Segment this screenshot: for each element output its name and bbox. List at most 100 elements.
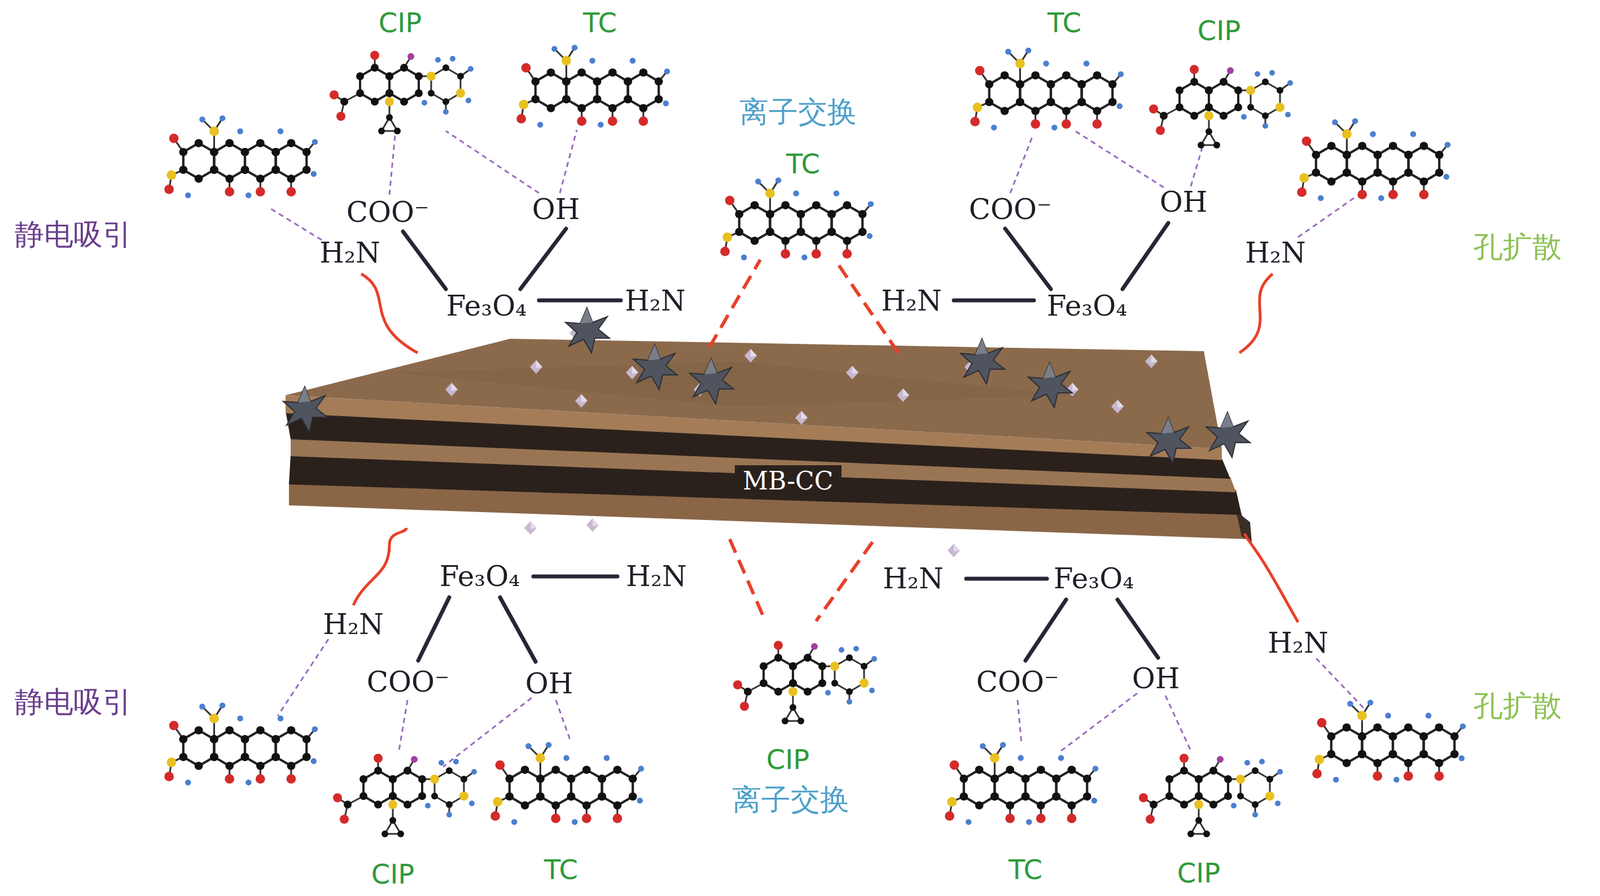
sheet-decoration-part xyxy=(1206,411,1251,458)
molecules-part xyxy=(1296,117,1451,201)
chem-group: H₂N xyxy=(1245,237,1306,269)
bond-lines-part xyxy=(533,574,618,579)
sheet-decoration-part xyxy=(625,365,639,380)
sheet-decoration-part xyxy=(524,520,537,535)
molecule-name: CIP xyxy=(1197,15,1242,46)
molecule-name: TC xyxy=(544,854,578,885)
sheet-decoration-part xyxy=(1028,362,1073,408)
mechanism-label: 静电吸引 xyxy=(14,218,133,251)
chem-group: COO⁻ xyxy=(976,666,1060,698)
sheet-decoration-part xyxy=(689,358,734,404)
molecules-part xyxy=(1138,753,1283,837)
molecules xyxy=(164,44,1466,837)
ion-exchange-lines-part xyxy=(709,259,761,348)
chem-group: OH xyxy=(532,194,581,226)
chem-group: H₂N xyxy=(625,560,687,593)
chem-group: Fe₃O₄ xyxy=(446,290,528,322)
molecules-part xyxy=(490,741,644,825)
molecule-name: CIP xyxy=(371,858,415,889)
mechanism-label: 孔扩散 xyxy=(1473,689,1562,722)
molecule-name: CIP xyxy=(766,744,810,775)
sheet-decoration-part xyxy=(586,518,599,532)
sheet-decoration-part xyxy=(633,344,678,390)
sheet-stack-part xyxy=(285,338,1222,449)
mechanism-label: 离子交换 xyxy=(739,95,857,129)
molecules-part xyxy=(720,177,874,261)
bond-lines-part xyxy=(402,231,446,289)
sheet-decoration-part xyxy=(575,393,588,408)
link-curves-part xyxy=(1239,273,1273,353)
molecules-part xyxy=(329,50,474,135)
ion-exchange-lines-part xyxy=(729,538,766,621)
chem-group: COO⁻ xyxy=(346,196,430,229)
interaction-lines-part xyxy=(1316,658,1366,710)
bond-lines-part xyxy=(1025,599,1067,661)
interaction-lines-part xyxy=(559,129,577,194)
sheet-decoration-part xyxy=(947,543,960,558)
bond-lines-part xyxy=(966,576,1047,581)
sheet-decoration-part xyxy=(529,360,543,374)
sheet-decoration-part xyxy=(795,410,808,425)
sheet-decoration-part xyxy=(896,388,910,402)
bond-lines-part xyxy=(500,597,536,662)
ion-exchange-lines-part xyxy=(816,541,873,621)
chem-group: OH xyxy=(1159,186,1208,218)
bond-lines xyxy=(402,222,1169,662)
chem-group: COO⁻ xyxy=(366,666,450,698)
bond-lines-part xyxy=(1005,228,1051,289)
bond-lines-part xyxy=(418,597,450,661)
interaction-lines-part xyxy=(443,697,532,767)
interaction-lines-part xyxy=(1298,197,1355,238)
sheet-decoration-part xyxy=(565,307,610,353)
sheet-decoration-part xyxy=(283,386,328,432)
chem-group: OH xyxy=(525,668,574,700)
molecules-part xyxy=(733,640,878,725)
mechanism-label: 孔扩散 xyxy=(1473,230,1562,263)
link-curves-part xyxy=(1244,533,1299,622)
chem-group: H₂N xyxy=(319,237,380,269)
interaction-lines-part xyxy=(389,135,396,195)
molecules-part xyxy=(970,47,1124,131)
ion-exchange-lines xyxy=(709,259,898,621)
bond-lines-part xyxy=(1122,222,1169,289)
chem-group: Fe₃O₄ xyxy=(1046,290,1128,322)
bond-lines-part xyxy=(1117,599,1159,658)
sheet-decoration-part xyxy=(1146,417,1191,463)
interaction-lines-part xyxy=(1017,699,1022,744)
sheet-band: MB-CC xyxy=(734,465,842,498)
chem-group: H₂N xyxy=(880,285,942,317)
chem-group: H₂N xyxy=(322,608,384,640)
sheet-decoration-part xyxy=(960,338,1005,384)
chem-group: H₂N xyxy=(882,563,944,595)
sheet-decoration-part xyxy=(445,382,458,397)
interaction-lines-part xyxy=(1010,135,1033,194)
sheet-stack-part xyxy=(1235,510,1252,542)
chem-group: COO⁻ xyxy=(969,194,1052,226)
interaction-lines-part xyxy=(1165,695,1191,751)
link-curves xyxy=(353,273,1299,622)
chem-group: Fe₃O₄ xyxy=(1053,563,1135,595)
interaction-lines-part xyxy=(1075,130,1164,188)
sheet-decoration-part xyxy=(845,365,859,380)
sheet-decoration-part xyxy=(744,348,757,363)
link-curves-part xyxy=(353,527,407,606)
molecule-name: CIP xyxy=(1177,857,1221,888)
sheet-decoration xyxy=(283,307,1251,558)
chem-group: OH xyxy=(1132,663,1181,695)
chem-group: Fe₃O₄ xyxy=(439,560,521,593)
material-name: MB-CC xyxy=(742,467,834,495)
molecules-part xyxy=(1312,699,1466,783)
interaction-lines-part xyxy=(398,699,408,754)
molecules-part xyxy=(944,741,1099,825)
molecule-name: TC xyxy=(1047,7,1082,38)
chem-group: H₂N xyxy=(1267,627,1328,659)
molecule-name: TC xyxy=(786,148,821,179)
mechanism-label: 静电吸引 xyxy=(14,685,133,718)
mechanism-label: 离子交换 xyxy=(731,783,850,816)
molecules-part xyxy=(516,44,670,128)
molecules-part xyxy=(332,753,477,837)
interaction-lines-part xyxy=(1190,147,1203,187)
interaction-lines-part xyxy=(445,130,539,194)
molecules-part xyxy=(164,702,318,786)
bond-lines-part xyxy=(520,228,567,289)
